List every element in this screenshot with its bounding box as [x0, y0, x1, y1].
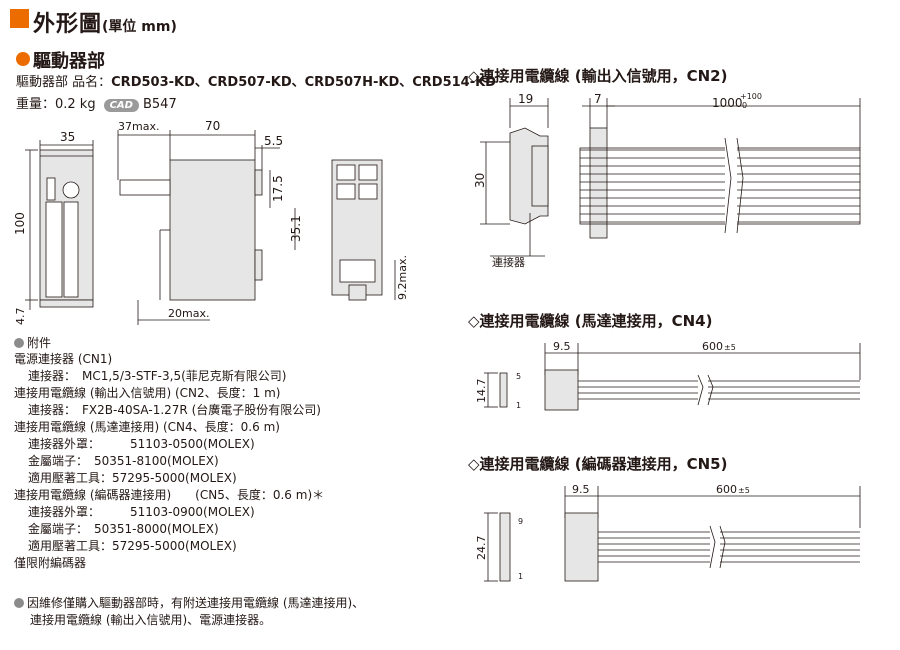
- cad-code: B547: [142, 97, 177, 112]
- acc-line: 金屬端子： 50351-8100(MOLEX): [28, 454, 219, 468]
- cn4-cable-wires: [578, 380, 860, 400]
- dim-600: 600: [716, 483, 737, 496]
- acc-line: 連接用電纜線 (馬達連接用) (CN4、長度：0.6 m): [14, 420, 280, 434]
- acc-line: 電源連接器 (CN1): [14, 352, 113, 366]
- tol-pm5: ±5: [738, 486, 750, 495]
- acc-line: 適用壓著工具：57295-5000(MOLEX): [28, 471, 237, 485]
- dim-37max: 37max.: [118, 120, 159, 133]
- acc-line: 連接用電纜線 (輸出入信號用) (CN2、長度：1 m): [14, 386, 281, 400]
- driver-dimension-drawing: 35 37max. 70 5.5 100 17.5 35.1 9.2max. 4…: [13, 119, 409, 326]
- dim-1000: 1000: [712, 96, 743, 110]
- acc-line: 連接器： MC1,5/3-STF-3,5(菲尼克斯有限公司): [28, 369, 287, 383]
- cn5-drawing: 9.5 600 ±5 24.7 9 1: [475, 483, 861, 582]
- pin-1: 1: [516, 401, 521, 410]
- accessories-list: 電源連接器 (CN1) 連接器： MC1,5/3-STF-3,5(菲尼克斯有限公…: [14, 351, 324, 572]
- acc-line: 連接器： FX2B-40SA-1.27R (台廣電子股份有限公司): [28, 403, 321, 417]
- note-line-2: 連接用電纜線 (輸出入信號用)、電源連接器。: [30, 613, 272, 627]
- accessories-heading: 附件: [14, 334, 51, 351]
- acc-line: 僅限附編碼器: [14, 556, 87, 570]
- unit-note: (單位 mm): [102, 19, 177, 35]
- cn2-title: ◇連接用電纜線 (輸出入信號用，CN2): [468, 67, 728, 85]
- dim-35: 35: [60, 130, 75, 144]
- acc-line: 適用壓著工具：57295-5000(MOLEX): [28, 539, 237, 553]
- dim-24-7: 24.7: [475, 536, 488, 561]
- driver-side-view: [169, 159, 256, 301]
- dim-4-7: 4.7: [14, 308, 27, 326]
- acc-line: 連接器外罩： 51103-0900(MOLEX): [28, 505, 255, 519]
- dim-14-7: 14.7: [475, 379, 488, 404]
- dim-9-2max: 9.2max.: [396, 255, 409, 300]
- dim-17-5: 17.5: [271, 175, 285, 202]
- driver-name-label: 驅動器部 品名：: [16, 75, 112, 90]
- cn2-cable-wires: [580, 149, 860, 223]
- pin-1: 1: [518, 572, 523, 581]
- cn4-drawing: 9.5 600 ±5 14.7 5 1: [475, 340, 861, 411]
- dim-70: 70: [205, 119, 220, 133]
- cn4-title: ◇連接用電纜線 (馬達連接用，CN4): [468, 312, 713, 330]
- driver-models: CRD503-KD、CRD507-KD、CRD507H-KD、CRD514-KD: [111, 75, 496, 90]
- dim-5-5: 5.5: [264, 134, 283, 148]
- dim-19: 19: [518, 92, 533, 106]
- pin-9: 9: [518, 517, 523, 526]
- note-line-1: 因維修僅購入驅動器部時，有附送連接用電纜線 (馬達連接用)、: [14, 594, 364, 611]
- page-title: 外形圖(單位 mm): [33, 12, 177, 37]
- dim-30: 30: [473, 173, 487, 188]
- acc-line: 連接器外罩： 51103-0500(MOLEX): [28, 437, 255, 451]
- cn5-cable-wires: [598, 531, 860, 563]
- section-bullet: [16, 52, 30, 66]
- pin-5: 5: [516, 372, 521, 381]
- accessories-bullet: [14, 338, 24, 348]
- dim-20max: 20max.: [168, 307, 209, 320]
- dim-9-5: 9.5: [553, 340, 571, 353]
- acc-line: 金屬端子： 50351-8000(MOLEX): [28, 522, 219, 536]
- dim-9-5: 9.5: [572, 483, 590, 496]
- driver-name-line: 驅動器部 品名：CRD503-KD、CRD507-KD、CRD507H-KD、C…: [16, 71, 496, 90]
- acc-line: 連接用電纜線 (編碼器連接用) (CN5、長度：0.6 m)＊: [14, 488, 325, 502]
- cad-badge: CAD: [103, 99, 139, 112]
- dim-600: 600: [702, 340, 723, 353]
- dim-100: 100: [13, 212, 27, 235]
- tol-zero: 0: [742, 101, 747, 110]
- connector-label: 連接器: [492, 255, 525, 269]
- cn2-drawing: 19 7 1000 +100 0 30 連接器: [473, 92, 861, 269]
- note-bullet: [14, 598, 24, 608]
- title-marker: [10, 9, 29, 28]
- driver-weight: 重量：0.2 kg: [16, 97, 96, 112]
- cn5-title: ◇連接用電纜線 (編碼器連接用，CN5): [468, 455, 728, 473]
- tol-plus100: +100: [740, 92, 762, 101]
- driver-heading: 驅動器部: [33, 51, 105, 72]
- dim-35-1: 35.1: [289, 215, 303, 242]
- tol-pm5: ±5: [724, 343, 736, 352]
- dim-7: 7: [594, 92, 602, 106]
